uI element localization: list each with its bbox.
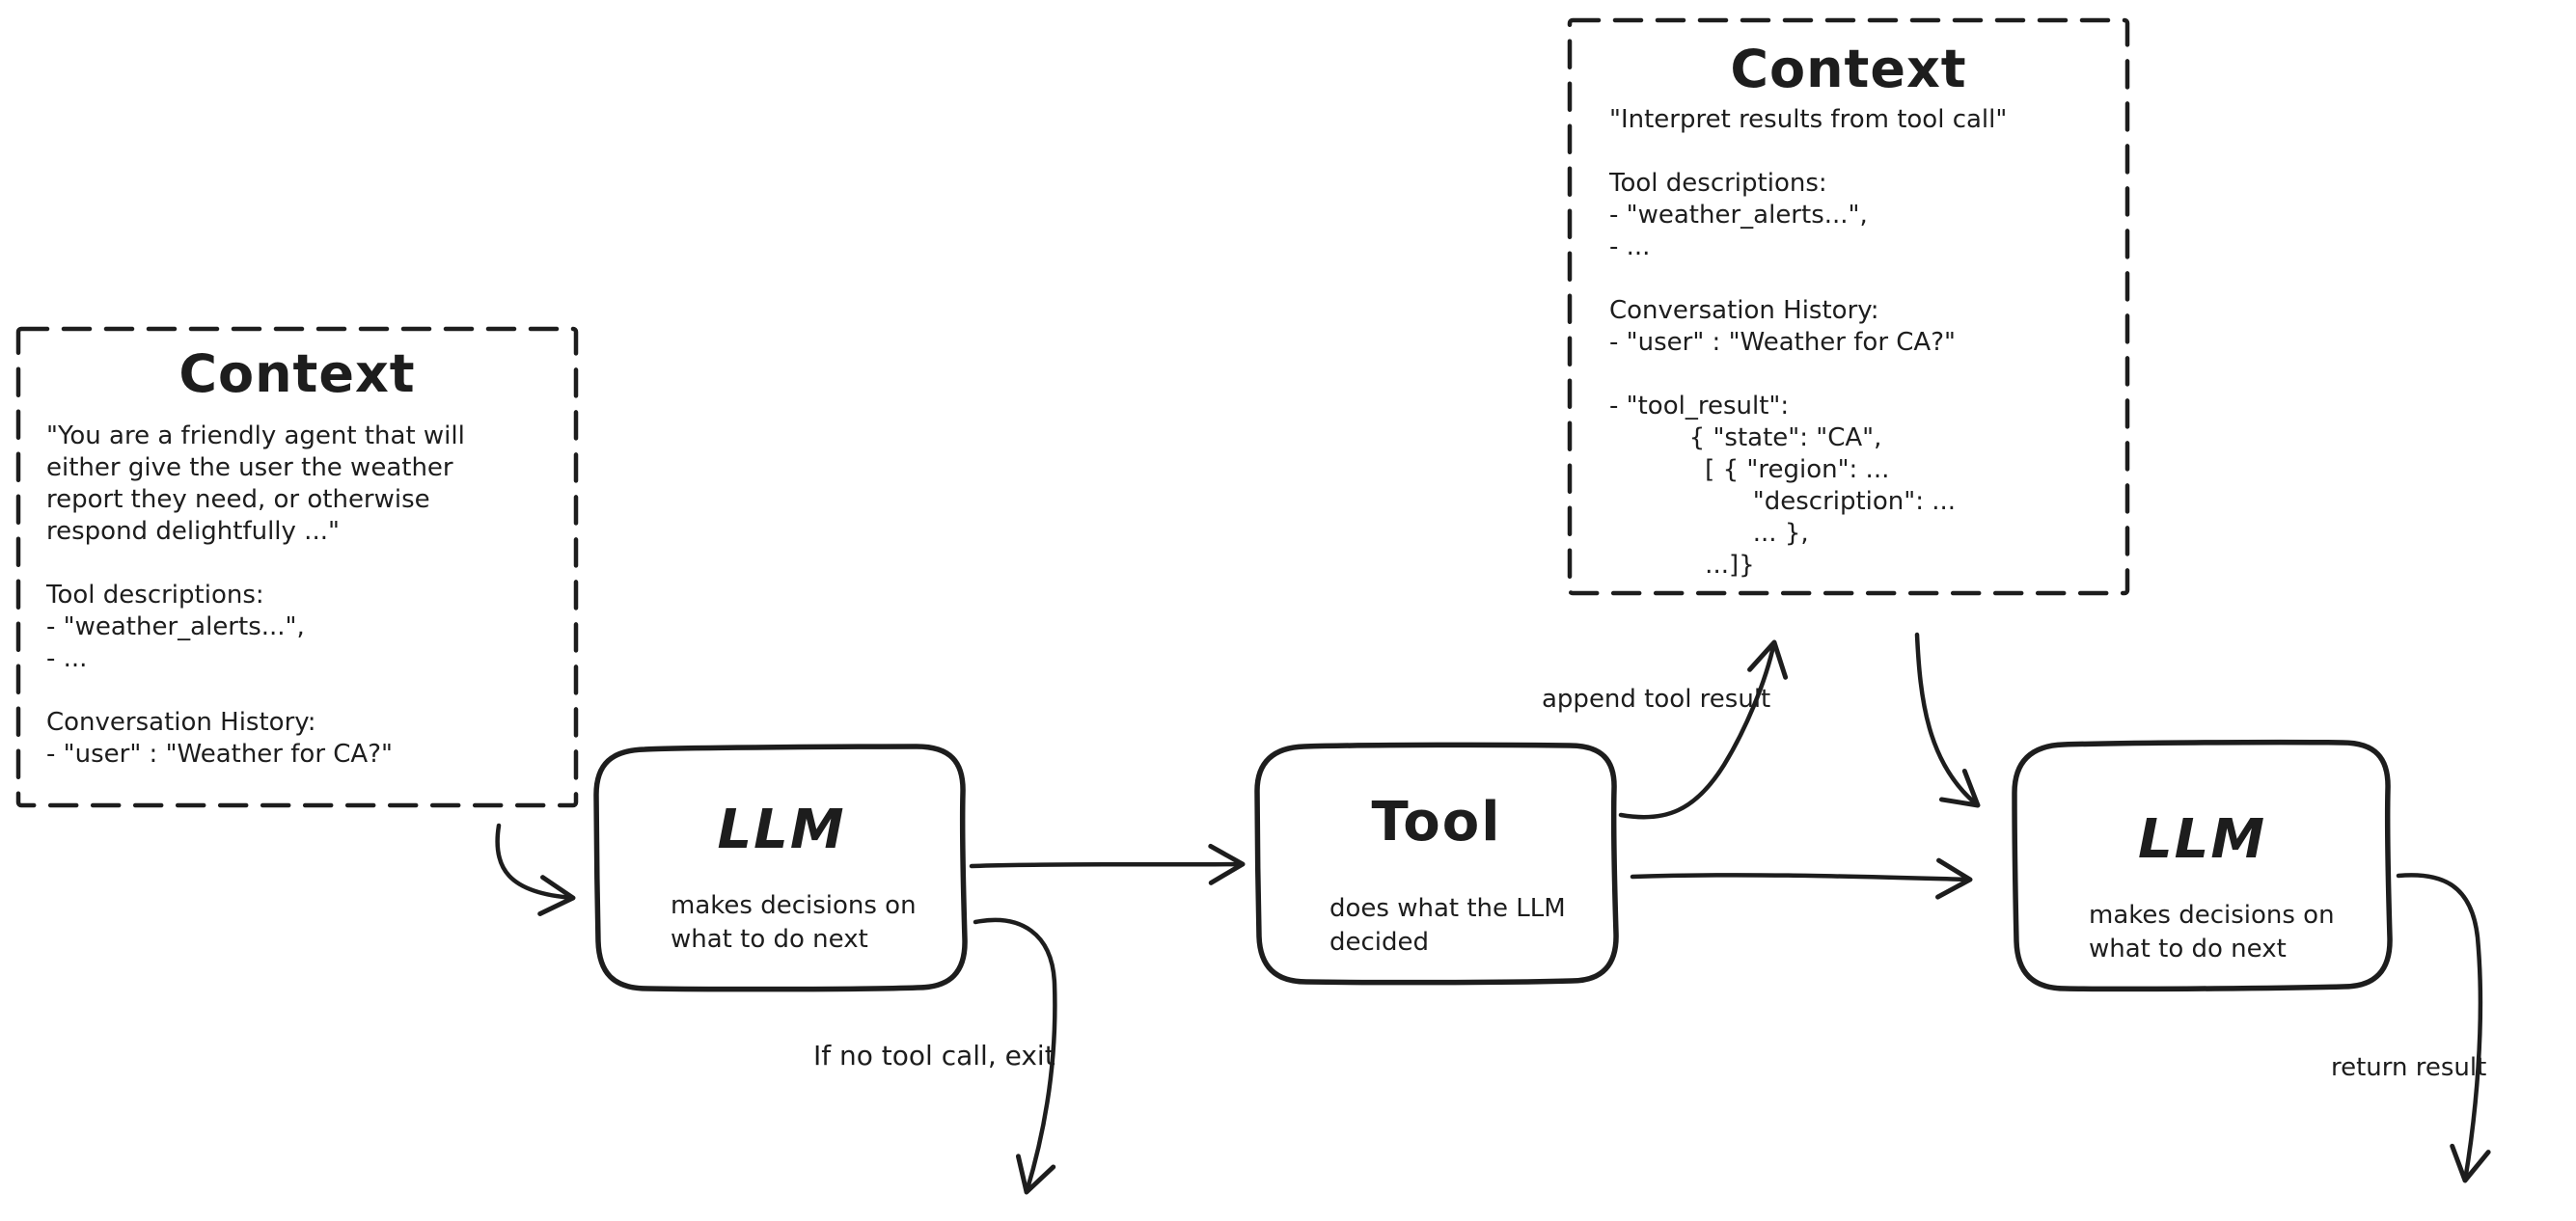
arrow-context1-to-llm1 xyxy=(495,823,576,916)
context2-title: Context xyxy=(1730,39,1967,99)
context2-body: "Interpret results from tool call" Tool … xyxy=(1609,105,2008,580)
tool-subtitle: does what the LLM decided xyxy=(1329,894,1566,957)
context-box-1-outline xyxy=(15,326,579,808)
context-box-2-outline xyxy=(1567,17,2130,596)
llm2-subtitle: makes decisions on what to do next xyxy=(2089,901,2335,963)
arrow-llm2-return xyxy=(2396,873,2491,1183)
arrow-tool-to-llm2 xyxy=(1630,857,1973,900)
label-return-result: return result xyxy=(2331,1053,2487,1082)
tool-title: Tool xyxy=(1371,791,1502,854)
llm1-title: LLM xyxy=(717,799,846,861)
arrow-llm1-to-tool xyxy=(969,843,1246,885)
context1-body: "You are a friendly agent that will eith… xyxy=(46,421,465,769)
arrow-tool-to-context2 xyxy=(1618,639,1789,820)
llm1-subtitle: makes decisions on what to do next xyxy=(671,891,917,954)
llm1-box-outline xyxy=(593,744,968,992)
llm2-title: LLM xyxy=(2137,808,2267,871)
arrow-context2-to-llm2 xyxy=(1914,632,1981,808)
tool-box-outline xyxy=(1254,742,1619,986)
llm2-box-outline xyxy=(2012,739,2393,992)
label-if-no-tool-call-exit: If no tool call, exit xyxy=(813,1040,1055,1072)
arrow-llm1-exit xyxy=(973,917,1057,1195)
context1-title: Context xyxy=(178,343,416,404)
label-append-tool-result: append tool result xyxy=(1542,685,1771,714)
